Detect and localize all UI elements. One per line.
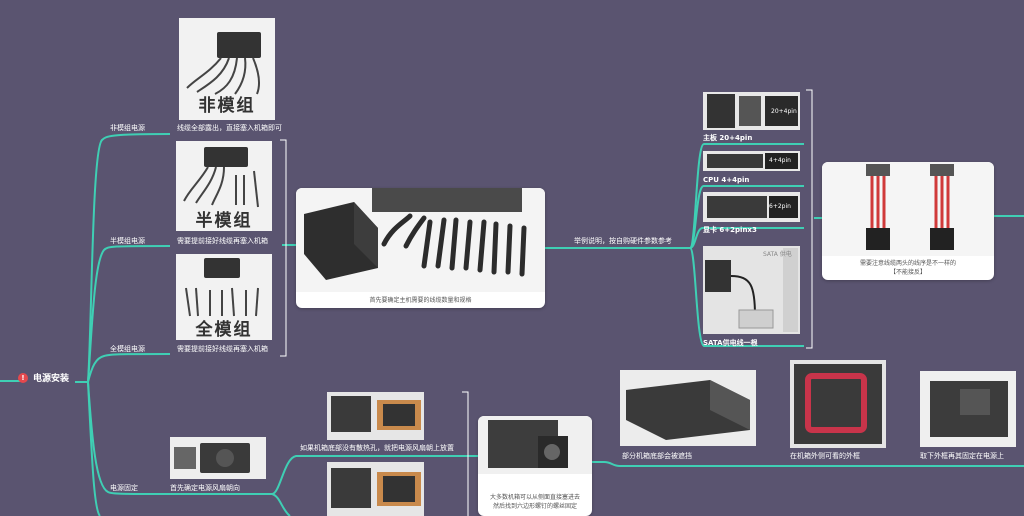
gpu-connector-illustration — [703, 192, 800, 222]
cables-overview-caption: 首先要确定主机需要的线缆数量和规格 — [369, 297, 472, 304]
case-frame-illustration — [790, 360, 886, 448]
branch-non-modular-desc: 线缆全部露出，直接塞入机箱即可 — [177, 124, 282, 132]
bracket-fix — [462, 391, 469, 516]
connector-non-modular — [87, 133, 171, 383]
branch-semi-modular-desc: 需要提前接好线缆再塞入机箱 — [177, 237, 268, 245]
mb-connector-illustration — [703, 92, 800, 130]
example-sata-label[interactable]: SATA供电线一根 — [703, 339, 758, 347]
cable-order-card[interactable]: 需要注意线缆两头的线序是不一样的 【不能接反】 — [822, 162, 994, 280]
fan-case-photo — [327, 392, 424, 440]
example-cpu-label[interactable]: CPU 4+4pin — [703, 176, 750, 184]
psu-illustration — [176, 141, 272, 231]
psu-illustration — [179, 18, 275, 120]
example-gpu-label[interactable]: 显卡 6+2pinx3 — [703, 226, 757, 234]
step3-label[interactable]: 取下外框再其固定在电源上 — [920, 452, 1004, 460]
example-gpu-photo: 6+2pin — [703, 192, 800, 222]
example-mb-label[interactable]: 主板 20+4pin — [703, 134, 753, 142]
psu-fan-photo — [170, 437, 266, 479]
cable-order-caption-line2: 【不能接反】 — [889, 269, 926, 276]
cables-overview-card[interactable]: 首先要确定主机需要的线缆数量和规格 — [296, 188, 545, 308]
connector-psu-fix — [87, 381, 169, 495]
case-bottom-illustration — [620, 370, 756, 446]
example-cpu-photo-text: 4+4pin — [769, 157, 791, 164]
step3-photo — [920, 371, 1016, 447]
semi-modular-photo: 半模组 — [176, 141, 272, 231]
non-modular-photo: 非模组 — [179, 18, 275, 120]
bracket-caption-line1: 大多数机箱可以从侧面直接塞进去 — [489, 494, 580, 501]
example-mb-photo: 20+4pin — [703, 92, 800, 130]
step1-label[interactable]: 部分机箱底部会被遮挡 — [622, 452, 692, 460]
psu-frame-illustration — [920, 371, 1016, 447]
branch-psu-fix-desc: 首先确定电源风扇朝向 — [170, 484, 240, 492]
connector-full-modular — [87, 353, 171, 383]
cable-order-illustration — [822, 162, 994, 256]
bracket-examples — [806, 89, 813, 349]
case-psu-illustration — [327, 392, 424, 440]
connector-semi-modular — [87, 245, 171, 383]
connector-example-4 — [689, 247, 804, 347]
connector-fan-case-lower — [271, 493, 291, 516]
sata-illustration — [703, 246, 800, 334]
psu-illustration — [176, 254, 272, 340]
branch-psu-fix-label[interactable]: 电源固定 — [110, 484, 138, 492]
cable-order-caption-line1: 需要注意线缆两头的线序是不一样的 — [859, 260, 956, 267]
fan-case-photo-2 — [327, 462, 424, 516]
connector-lower-down — [87, 381, 101, 516]
psu-box-illustration — [170, 437, 266, 479]
connector-example-3 — [689, 227, 804, 249]
example-mb-photo-text: 20+4pin — [771, 108, 797, 115]
non-modular-photo-text: 非模组 — [198, 96, 256, 116]
root-label: 电源安装 — [33, 374, 70, 384]
full-modular-photo-text: 全模组 — [195, 320, 253, 340]
alert-icon: ! — [18, 372, 28, 383]
example-gpu-photo-text: 6+2pin — [769, 203, 791, 210]
branch-full-modular-desc: 需要提前接好线缆再塞入机箱 — [177, 345, 268, 353]
full-modular-photo: 全模组 — [176, 254, 272, 340]
step2-label[interactable]: 在机箱外侧可看的外框 — [790, 452, 860, 460]
psu-cables-illustration — [296, 188, 545, 292]
examples-label[interactable]: 举例说明，按自购硬件参数参考 — [574, 237, 672, 245]
fan-case-label[interactable]: 如果机箱底部没有散热孔，就把电源风扇朝上放置 — [300, 444, 454, 452]
branch-non-modular-label[interactable]: 非模组电源 — [110, 124, 145, 132]
bracket-card[interactable]: 大多数机箱可以从侧面直接塞进去 然后找到六边形螺钉的螺丝固定 — [478, 416, 592, 516]
example-cpu-photo: 4+4pin — [703, 151, 800, 171]
bracket-caption-line2: 然后找到六边形螺钉的螺丝固定 — [492, 503, 577, 510]
semi-modular-photo-text: 半模组 — [195, 211, 253, 231]
bracket-left — [280, 139, 287, 357]
example-sata-photo: SATA 供电 — [703, 246, 800, 334]
cpu-connector-illustration — [703, 151, 800, 171]
bracket-illustration — [478, 416, 592, 474]
step2-photo — [790, 360, 886, 448]
case-psu-illustration — [327, 462, 424, 516]
example-sata-photo-text: SATA 供电 — [763, 251, 792, 258]
branch-full-modular-label[interactable]: 全模组电源 — [110, 345, 145, 353]
step1-photo — [620, 370, 756, 446]
root-node[interactable]: ! 电源安装 — [18, 371, 69, 384]
connector-fan-case — [271, 455, 456, 495]
branch-semi-modular-label[interactable]: 半模组电源 — [110, 237, 145, 245]
connector-bracket-out — [592, 461, 1024, 467]
